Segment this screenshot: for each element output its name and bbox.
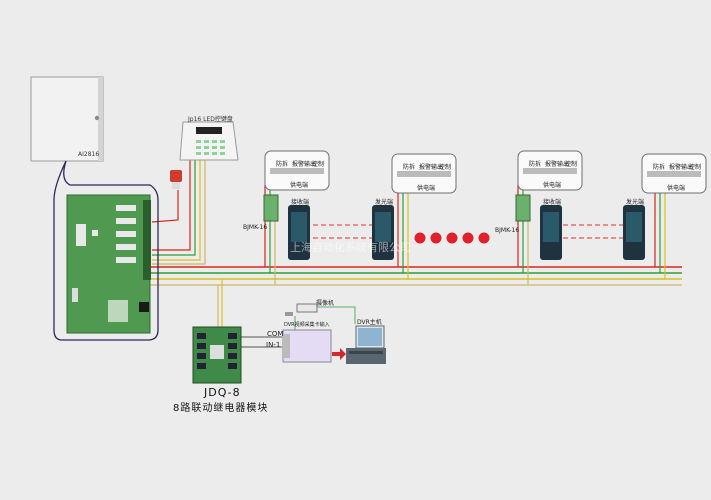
dvr-card (282, 329, 332, 363)
module-name: 8路联动继电器模块 (173, 403, 269, 414)
siren (170, 170, 182, 189)
box3-left: 防拆 (529, 161, 542, 168)
in-label: IN-1 (266, 341, 281, 349)
keypad-wires (151, 160, 206, 265)
emitter-label-2: 发光端 (375, 199, 394, 206)
camera (285, 303, 318, 316)
relay-tag-1: BJMK-16 (243, 224, 268, 231)
box1-bottom: 供电端 (290, 182, 309, 189)
bus-wires (150, 266, 682, 286)
arrow-icon (332, 348, 346, 360)
camera-wire (317, 306, 356, 324)
control-board (66, 194, 151, 334)
emitter-label-4: 发光端 (626, 199, 645, 206)
beam-lines (305, 224, 635, 239)
board-callout (53, 160, 159, 341)
dvr-card-label: DVR视频采集卡输入 (284, 322, 330, 328)
box2-bottom: 供电端 (417, 185, 436, 192)
relay-tags-boards (263, 194, 531, 222)
keypad (179, 121, 239, 161)
dvr-host-label: DVR主机 (357, 319, 382, 326)
com-lines (241, 336, 282, 348)
box4-left: 防拆 (653, 164, 666, 171)
relay-tag-2: BJMK-16 (495, 227, 520, 234)
camera-label: 摄像机 (316, 300, 335, 307)
module-model: JDQ-8 (204, 386, 241, 399)
keypad-title: Jp16 LED控键盘 (188, 116, 233, 123)
terminal-strips (270, 168, 701, 177)
box4-bottom: 供电端 (667, 185, 686, 192)
box2-right: 控制 (439, 164, 452, 171)
terminal-boxes (264, 150, 707, 194)
box1-center: 报警输出 (292, 161, 317, 168)
dvr-host (346, 325, 386, 364)
emitter-label-1: 接收端 (291, 199, 310, 206)
cabinet-model: AI2816 (78, 151, 100, 158)
box4-right: 控制 (689, 164, 702, 171)
box1-right: 控制 (312, 161, 325, 168)
box2-left: 防拆 (403, 164, 416, 171)
box3-bottom: 供电端 (543, 182, 562, 189)
box1-left: 防拆 (276, 161, 289, 168)
emitter-label-3: 接收端 (543, 199, 562, 206)
box3-center: 报警输出 (545, 161, 570, 168)
relay-feed-wires (217, 279, 223, 330)
box3-right: 控制 (565, 161, 578, 168)
beam-dots (414, 232, 490, 244)
alarm-cabinet (30, 76, 104, 162)
watermark: 上海自动化系统有限公司 (290, 241, 411, 254)
box4-center: 报警输出 (669, 164, 694, 171)
relay-module (192, 326, 242, 384)
beam-detectors (288, 205, 645, 260)
com-label: COM (267, 330, 284, 338)
box2-center: 报警输出 (419, 164, 444, 171)
